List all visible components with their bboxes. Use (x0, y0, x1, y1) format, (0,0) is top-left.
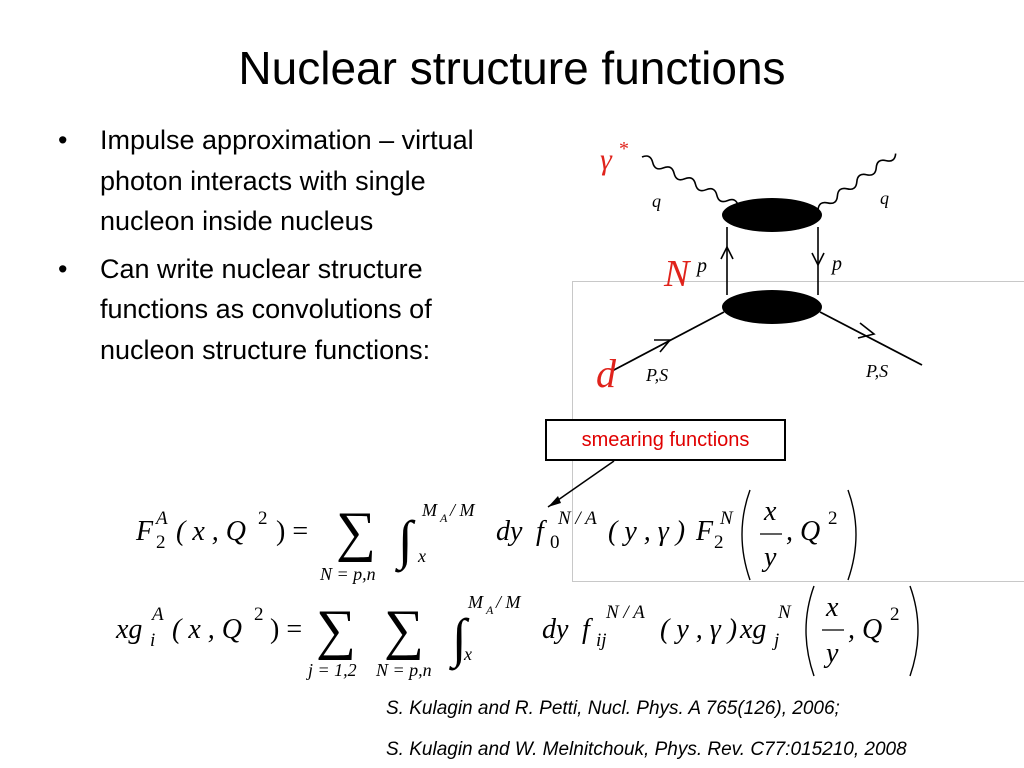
eq2-xg2sup: N (777, 602, 792, 623)
arrow-out-icon (857, 322, 876, 339)
eq1-sum-sub: N = p,n (319, 564, 376, 584)
eq2-sum1-icon: ∑ (316, 599, 356, 661)
smearing-functions-callout: smearing functions (545, 419, 786, 461)
eq2-f: f (582, 614, 593, 645)
arrow-in-icon (654, 339, 672, 353)
bullet-text: Can write nuclear structure functions as… (100, 253, 432, 365)
eq2-sum2-icon: ∑ (384, 599, 424, 661)
eq1-f-sup: N / A (557, 508, 597, 529)
eq2-sub-i: i (150, 630, 155, 651)
ps-label-left: P,S (645, 365, 668, 385)
gamma-label: γ (600, 143, 613, 176)
deuteron-out-line (819, 311, 923, 366)
eq2-frac-den: y (823, 638, 839, 669)
eq2-args: ( x , Q (172, 614, 242, 645)
bullet-marker: • (58, 125, 68, 155)
eq1-paren-right (847, 489, 857, 581)
ps-label-right: P,S (865, 361, 888, 381)
eq1-sub2: 2 (156, 532, 166, 553)
equation-2: xg i A ( x , Q 2 ) = ∑ j = 1,2 ∑ N = p,n… (115, 585, 919, 680)
eq1-F: F (135, 516, 154, 547)
eq1-supA: A (154, 508, 168, 529)
reference-1: S. Kulagin and R. Petti, Nucl. Phys. A 7… (386, 698, 840, 719)
photon-line-right (817, 153, 897, 211)
bullet-item-2: • Can write nuclear structure functions … (58, 249, 498, 371)
eq2-dy: dy (542, 614, 569, 645)
slide-title: Nuclear structure functions (238, 42, 786, 94)
gamma-star-label: * (619, 138, 629, 160)
bullet-item-1: • Impulse approximation – virtual photon… (58, 120, 498, 242)
bullet-list: • Impulse approximation – virtual photon… (58, 120, 498, 377)
eq1-F2sup: N (719, 508, 734, 529)
eq2-int-upper: M (467, 592, 484, 612)
eq2-fargs: ( y , γ ) (660, 614, 737, 645)
p-label-left: p (695, 255, 707, 277)
eq2-xg2sub: j (771, 630, 779, 651)
eq2-sum2-sub: N = p,n (375, 660, 432, 680)
eq1-argsq: 2 (258, 508, 268, 529)
arrow-down-icon (811, 252, 825, 267)
eq1-args: ( x , Q (176, 516, 246, 547)
eq2-int-lower: x (463, 644, 472, 664)
nucleon-label: N (663, 253, 692, 295)
eq2-f-sub: ij (596, 630, 607, 651)
eq1-integral-icon: ∫ (395, 510, 416, 573)
p-label-right: p (830, 253, 842, 275)
eq1-frac-den: y (761, 542, 777, 573)
eq1-f-sub: 0 (550, 532, 560, 553)
eq2-argsq: 2 (254, 604, 264, 625)
eq1-dy: dy (496, 516, 523, 547)
upper-blob (722, 198, 822, 232)
eq2-paren-right (909, 585, 919, 677)
eq2-int-upper-rest: / M (495, 592, 522, 612)
arrow-up-icon (720, 245, 734, 260)
eq2-int-upper-sub: A (485, 603, 494, 617)
eq1-int-upper-sub: A (439, 511, 448, 525)
eq1-int-lower: x (417, 546, 426, 566)
eq1-F2: F (695, 516, 714, 547)
eq2-paren-left (805, 585, 815, 677)
eq2-frac-num: x (825, 592, 839, 623)
eq1-after-sq: 2 (828, 508, 838, 529)
eq1-f: f (536, 516, 547, 547)
eq1-paren-left (741, 489, 751, 581)
feynman-diagram: γ * q q N p p d P,S P,S (596, 138, 923, 395)
bullet-marker: • (58, 253, 68, 284)
eq1-fargs: ( y , γ ) (608, 516, 685, 547)
eq2-supA: A (150, 604, 164, 625)
reference-2: S. Kulagin and W. Melnitchouk, Phys. Rev… (386, 739, 907, 760)
arrow-head-icon (548, 496, 561, 507)
eq1-argsclose: ) = (276, 516, 308, 547)
eq2-after-sq: 2 (890, 604, 900, 625)
equation-1: F 2 A ( x , Q 2 ) = ∑ N = p,n ∫ M A / M … (135, 489, 857, 584)
eq1-int-upper: M (421, 500, 438, 520)
eq2-sum1-sub: j = 1,2 (306, 660, 357, 680)
eq1-frac-num: x (763, 496, 777, 527)
eq1-F2sub: 2 (714, 532, 724, 553)
deuteron-label: d (596, 351, 617, 395)
eq1-int-upper-rest: / M (449, 500, 476, 520)
eq2-integral-icon: ∫ (449, 608, 470, 671)
eq2-xg: xg (115, 614, 142, 645)
eq2-after-frac: , Q (848, 614, 882, 645)
eq2-xg2: xg (739, 614, 766, 645)
eq2-argsclose: ) = (270, 614, 302, 645)
eq2-f-sup: N / A (605, 602, 645, 623)
bullet-text: Impulse approximation – virtual photon i… (100, 125, 474, 236)
q-label-left: q (652, 191, 661, 211)
eq1-after-frac: , Q (786, 516, 820, 547)
eq1-sum-icon: ∑ (336, 501, 376, 563)
lower-blob (722, 290, 822, 324)
q-label-right: q (880, 188, 889, 208)
